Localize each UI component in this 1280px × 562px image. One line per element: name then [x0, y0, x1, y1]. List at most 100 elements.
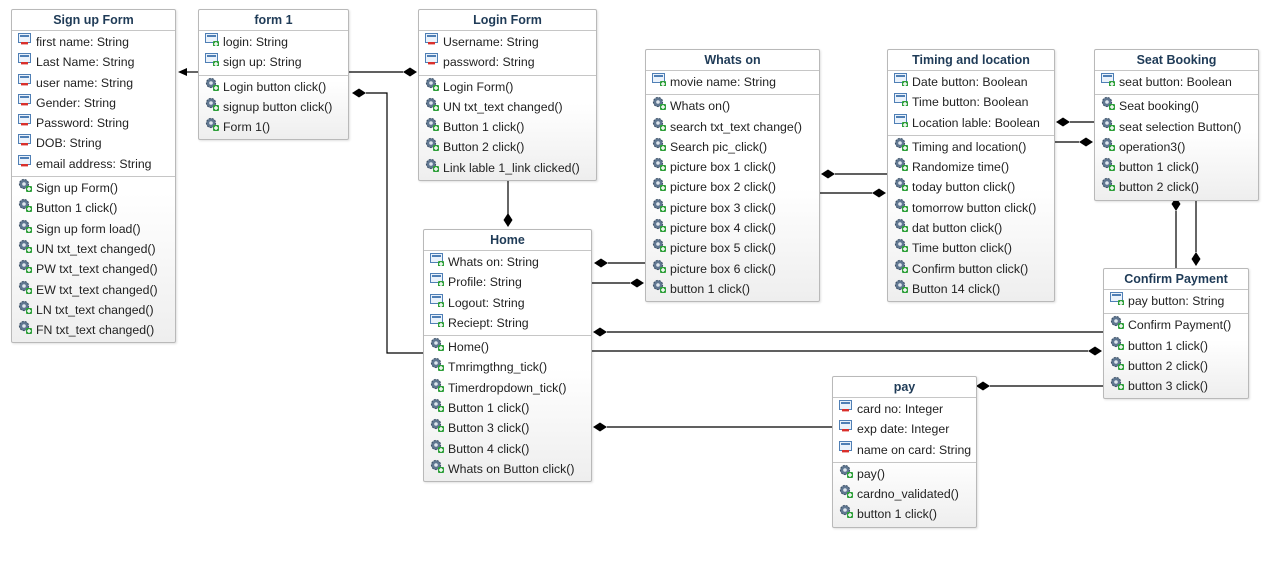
attribute-row[interactable]: Username: String [419, 32, 596, 52]
operation-icon [894, 259, 912, 279]
attribute-row[interactable]: login: String [199, 32, 348, 52]
attribute-row[interactable]: Time button: Boolean [888, 92, 1054, 112]
operation-row[interactable]: Whats on Button click() [424, 459, 591, 479]
operation-row[interactable]: button 3 click() [1104, 376, 1248, 396]
operation-row[interactable]: Sign up form load() [12, 219, 175, 239]
association-line[interactable] [366, 92, 423, 354]
attribute-row[interactable]: seat button: Boolean [1095, 72, 1258, 92]
operation-row[interactable]: PW txt_text changed() [12, 259, 175, 279]
operation-row[interactable]: LN txt_text changed() [12, 300, 175, 320]
operation-row[interactable]: picture box 1 click() [646, 157, 819, 177]
attribute-row[interactable]: exp date: Integer [833, 419, 976, 439]
attribute-row[interactable]: sign up: String [199, 52, 348, 72]
operation-row[interactable]: Link lable 1_link clicked() [419, 158, 596, 178]
operation-row[interactable]: Button 3 click() [424, 418, 591, 438]
operation-row[interactable]: Login button click() [199, 77, 348, 97]
operation-row[interactable]: FN txt_text changed() [12, 320, 175, 340]
operation-row[interactable]: Whats on() [646, 96, 819, 116]
public-attribute-icon [894, 113, 912, 133]
operation-row[interactable]: dat button click() [888, 218, 1054, 238]
operation-row[interactable]: Button 14 click() [888, 279, 1054, 299]
operations-compartment: Login button click()signup button click(… [199, 76, 348, 140]
operation-row[interactable]: picture box 3 click() [646, 198, 819, 218]
operation-row[interactable]: picture box 5 click() [646, 238, 819, 258]
operation-row[interactable]: pay() [833, 464, 976, 484]
operation-row[interactable]: Seat booking() [1095, 96, 1258, 116]
operation-icon [205, 117, 223, 137]
operation-row[interactable]: button 2 click() [1095, 177, 1258, 197]
operation-row[interactable]: Timing and location() [888, 137, 1054, 157]
private-attribute-icon [425, 32, 443, 52]
attribute-row[interactable]: first name: String [12, 32, 175, 52]
operation-label: today button click() [912, 180, 1016, 195]
operation-row[interactable]: Button 2 click() [419, 137, 596, 157]
operation-row[interactable]: Login Form() [419, 77, 596, 97]
operation-row[interactable]: Tmrimgthng_tick() [424, 357, 591, 377]
operation-row[interactable]: picture box 4 click() [646, 218, 819, 238]
operation-row[interactable]: today button click() [888, 177, 1054, 197]
attribute-row[interactable]: name on card: String [833, 440, 976, 460]
operation-row[interactable]: picture box 6 click() [646, 259, 819, 279]
attribute-row[interactable]: Reciept: String [424, 313, 591, 333]
attribute-row[interactable]: DOB: String [12, 133, 175, 153]
operation-row[interactable]: Sign up Form() [12, 178, 175, 198]
operation-row[interactable]: operation3() [1095, 137, 1258, 157]
attribute-row[interactable]: Password: String [12, 113, 175, 133]
operation-row[interactable]: EW txt_text changed() [12, 280, 175, 300]
operation-row[interactable]: picture box 2 click() [646, 177, 819, 197]
attribute-label: sign up: String [223, 55, 302, 70]
operation-row[interactable]: Timerdropdown_tick() [424, 378, 591, 398]
attribute-row[interactable]: Last Name: String [12, 52, 175, 72]
operation-row[interactable]: Home() [424, 337, 591, 357]
attribute-row[interactable]: Location lable: Boolean [888, 113, 1054, 133]
composition-diamond [403, 67, 417, 77]
operation-row[interactable]: Button 1 click() [12, 198, 175, 218]
operation-row[interactable]: Confirm Payment() [1104, 315, 1248, 335]
operation-row[interactable]: cardno_validated() [833, 484, 976, 504]
operation-row[interactable]: button 2 click() [1104, 356, 1248, 376]
attribute-row[interactable]: pay button: String [1104, 291, 1248, 311]
composition-diamond [821, 169, 835, 179]
operation-row[interactable]: UN txt_text changed() [12, 239, 175, 259]
composition-diamond [593, 327, 607, 337]
attribute-row[interactable]: card no: Integer [833, 399, 976, 419]
operation-row[interactable]: Button 1 click() [419, 117, 596, 137]
operation-row[interactable]: Search pic_click() [646, 137, 819, 157]
operation-icon [894, 218, 912, 238]
attribute-row[interactable]: email address: String [12, 154, 175, 174]
operation-row[interactable]: seat selection Button() [1095, 117, 1258, 137]
operation-row[interactable]: Button 4 click() [424, 439, 591, 459]
operation-row[interactable]: button 1 click() [833, 504, 976, 524]
operation-row[interactable]: signup button click() [199, 97, 348, 117]
operation-label: button 1 click() [1128, 338, 1208, 353]
attribute-row[interactable]: password: String [419, 52, 596, 72]
attribute-row[interactable]: movie name: String [646, 72, 819, 92]
operation-row[interactable]: button 1 click() [1095, 157, 1258, 177]
operation-row[interactable]: UN txt_text changed() [419, 97, 596, 117]
operation-row[interactable]: Button 1 click() [424, 398, 591, 418]
operation-row[interactable]: Randomize time() [888, 157, 1054, 177]
operation-row[interactable]: Confirm button click() [888, 259, 1054, 279]
operation-row[interactable]: button 1 click() [646, 279, 819, 299]
operation-label: Randomize time() [912, 160, 1010, 175]
operation-row[interactable]: tomorrow button click() [888, 198, 1054, 218]
attribute-row[interactable]: user name: String [12, 73, 175, 93]
attribute-row[interactable]: Whats on: String [424, 252, 591, 272]
attribute-row[interactable]: Gender: String [12, 93, 175, 113]
operation-row[interactable]: search txt_text change() [646, 117, 819, 137]
operation-row[interactable]: Time button click() [888, 238, 1054, 258]
attribute-row[interactable]: Date button: Boolean [888, 72, 1054, 92]
attribute-row[interactable]: Profile: String [424, 272, 591, 292]
operation-row[interactable]: Form 1() [199, 117, 348, 137]
operation-row[interactable]: button 1 click() [1104, 336, 1248, 356]
attribute-row[interactable]: Logout: String [424, 293, 591, 313]
